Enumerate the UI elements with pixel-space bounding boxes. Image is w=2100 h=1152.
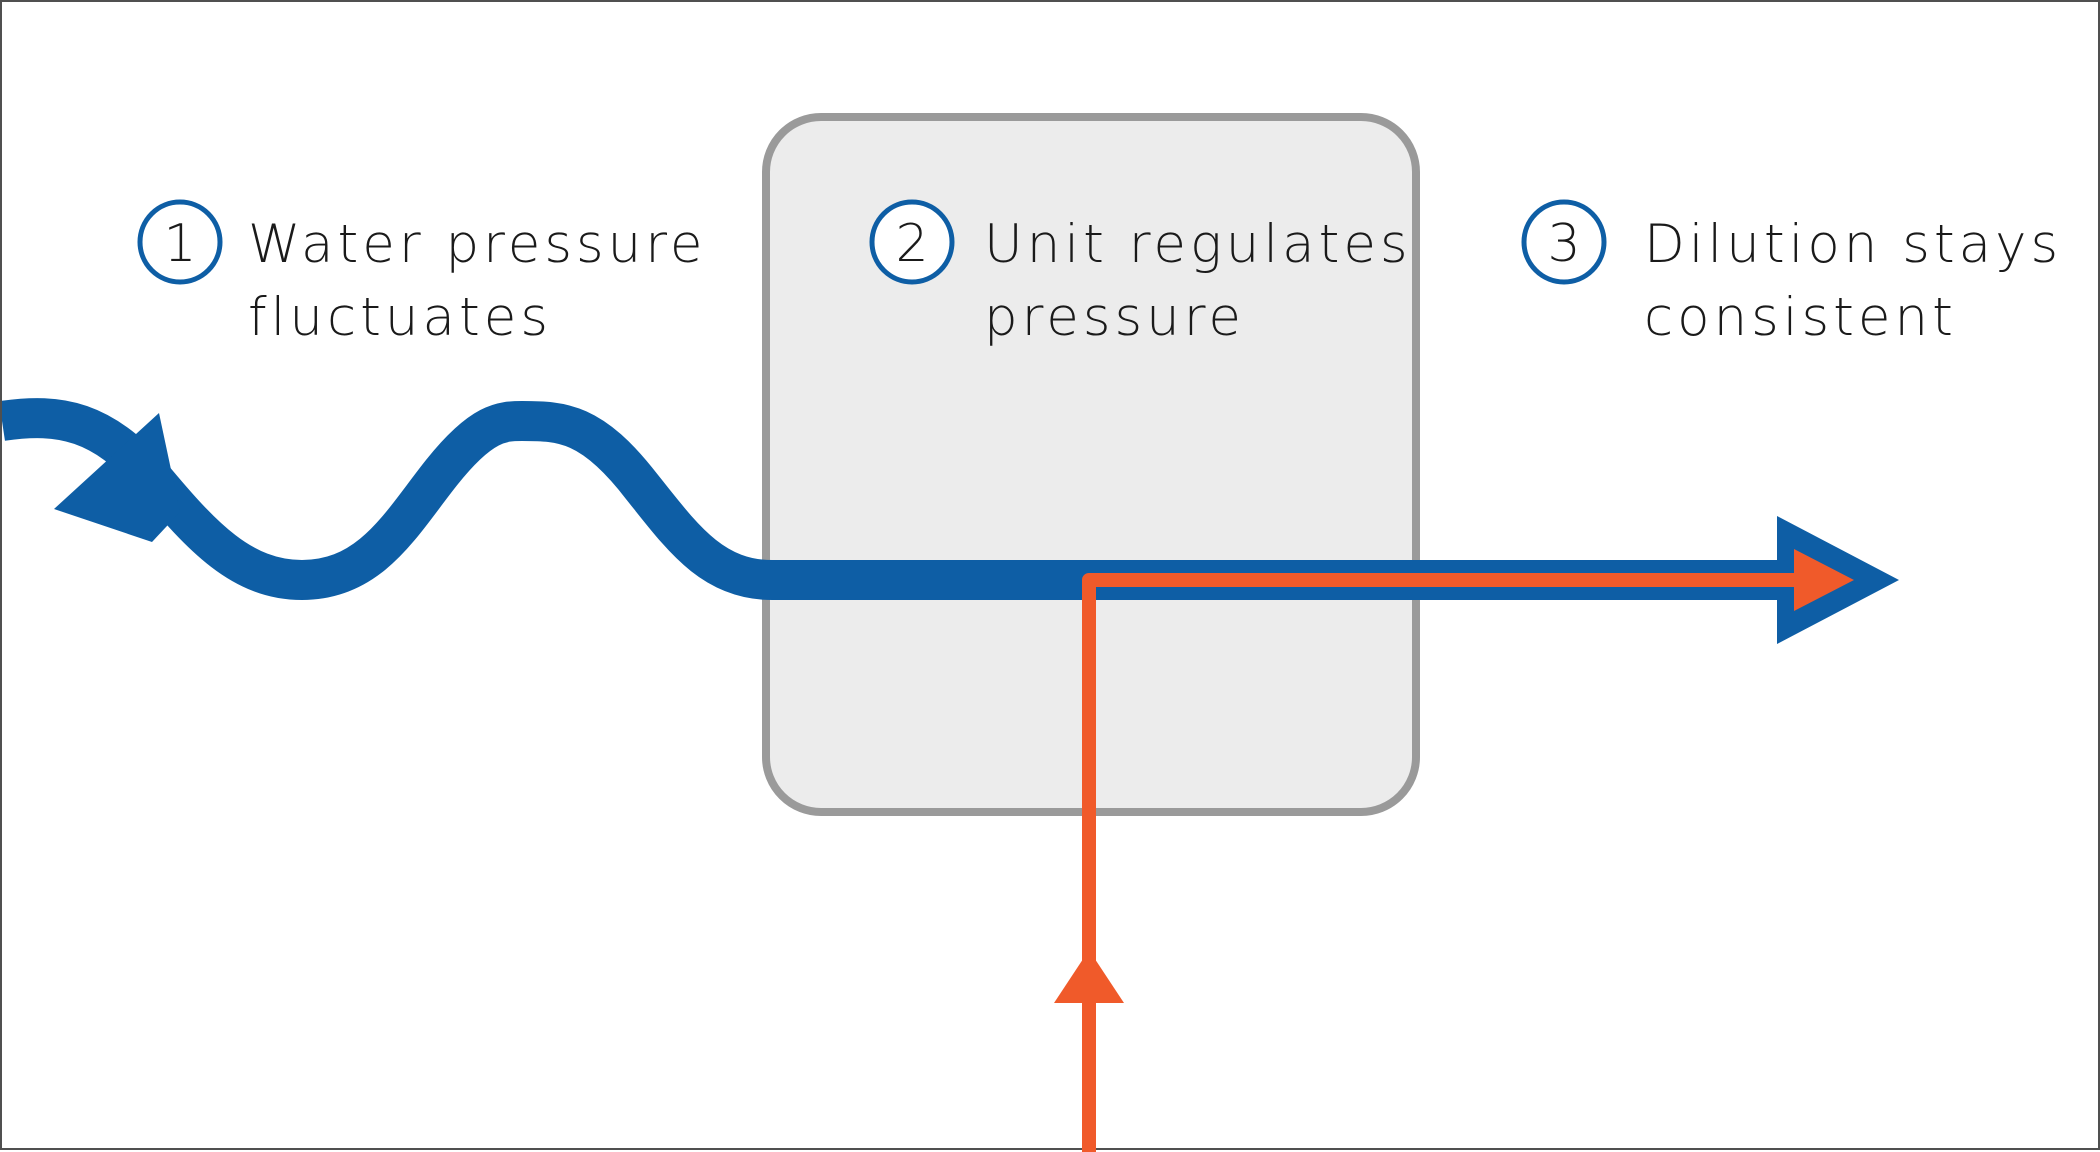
step-3-label-line-1: Dilution stays xyxy=(1644,214,2062,275)
step-2-label-line-1: Unit regulates xyxy=(984,214,1412,275)
step-1-number: 1 xyxy=(163,214,196,274)
step-1: 1 Water pressure fluctuates xyxy=(137,199,706,348)
step-3: 3 Dilution stays consistent xyxy=(1521,199,2062,348)
step-3-number: 3 xyxy=(1547,214,1580,274)
step-3-number-circle xyxy=(1521,199,1607,285)
water-inlet-arrowhead xyxy=(54,413,180,542)
concentrate-outlet-arrowhead xyxy=(1794,549,1854,611)
step-2-number-circle xyxy=(869,199,955,285)
step-1-number-circle xyxy=(137,199,223,285)
step-3-label-line-2: consistent xyxy=(1644,287,1957,348)
step-1-label-line-2: fluctuates xyxy=(248,287,552,348)
step-1-label-line-1: Water pressure xyxy=(248,214,706,275)
concentrate-up-arrowhead xyxy=(1054,950,1124,1003)
step-2: 2 Unit regulates pressure xyxy=(869,199,1412,348)
step-2-label-line-2: pressure xyxy=(984,287,1245,348)
step-2-number: 2 xyxy=(895,214,928,274)
